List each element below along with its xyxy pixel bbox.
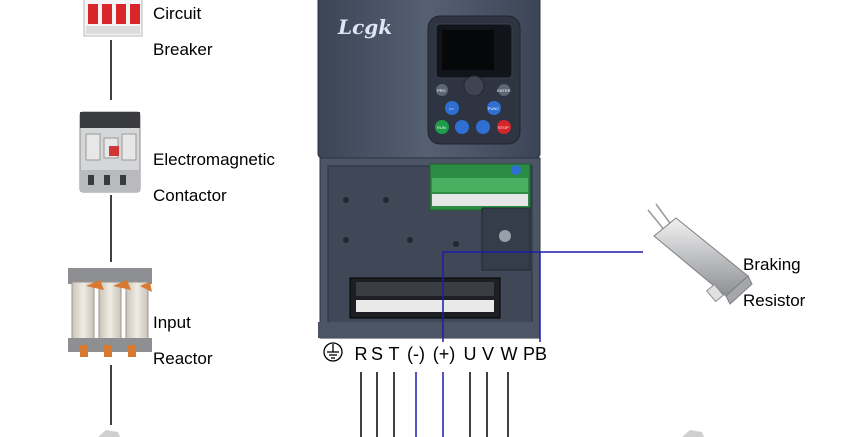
stop-key	[497, 120, 511, 134]
circuit-breaker-image	[83, 0, 143, 37]
key-label: RUN	[437, 125, 446, 130]
key-label: >>	[449, 106, 454, 111]
key-label: PRG	[437, 88, 446, 93]
power-wires	[360, 372, 509, 437]
reactor-label: Input Reactor	[153, 313, 213, 368]
breaker-label: Circuit Breaker	[153, 4, 213, 59]
terminal-label-w: W	[501, 344, 518, 364]
key-label: ENTER	[497, 88, 511, 93]
brand-logo: Lcgk	[337, 15, 392, 39]
down-key	[476, 120, 490, 134]
key-label: FUNC	[488, 106, 499, 111]
run-key	[435, 120, 449, 134]
inverter-drive: Lcgk PRG ENTER >> FUNC RUN STOP	[317, 0, 541, 339]
terminal-label-plus: (+)	[433, 344, 456, 364]
terminal-label-minus: (-)	[407, 344, 425, 364]
up-key	[455, 120, 469, 134]
func-key	[487, 101, 501, 115]
braking-resistor-image	[647, 203, 753, 305]
resistor-label: Braking Resistor	[743, 255, 806, 310]
prg-key	[436, 84, 448, 96]
terminal-label-u: U	[464, 344, 477, 364]
terminal-label-s: S	[371, 344, 383, 364]
terminal-label-r: R	[355, 344, 368, 364]
key-label: STOP	[498, 125, 509, 130]
shift-key	[445, 101, 459, 115]
input-reactor-image	[68, 268, 152, 357]
braking-wires	[442, 251, 643, 342]
terminal-label-pb: PB	[523, 344, 547, 364]
ground-icon	[323, 342, 343, 362]
bottom-left-device-image	[98, 430, 120, 437]
contactor-label: Electromagnetic Contactor	[153, 150, 275, 205]
terminal-labels: R S T (-) (+) U V W PB	[355, 344, 548, 364]
bottom-right-device-image	[682, 430, 704, 437]
contactor-image	[79, 111, 141, 193]
terminal-label-t: T	[389, 344, 400, 364]
terminal-label-v: V	[482, 344, 494, 364]
enter-key	[498, 84, 510, 96]
keypad-dial-icon	[463, 75, 485, 97]
